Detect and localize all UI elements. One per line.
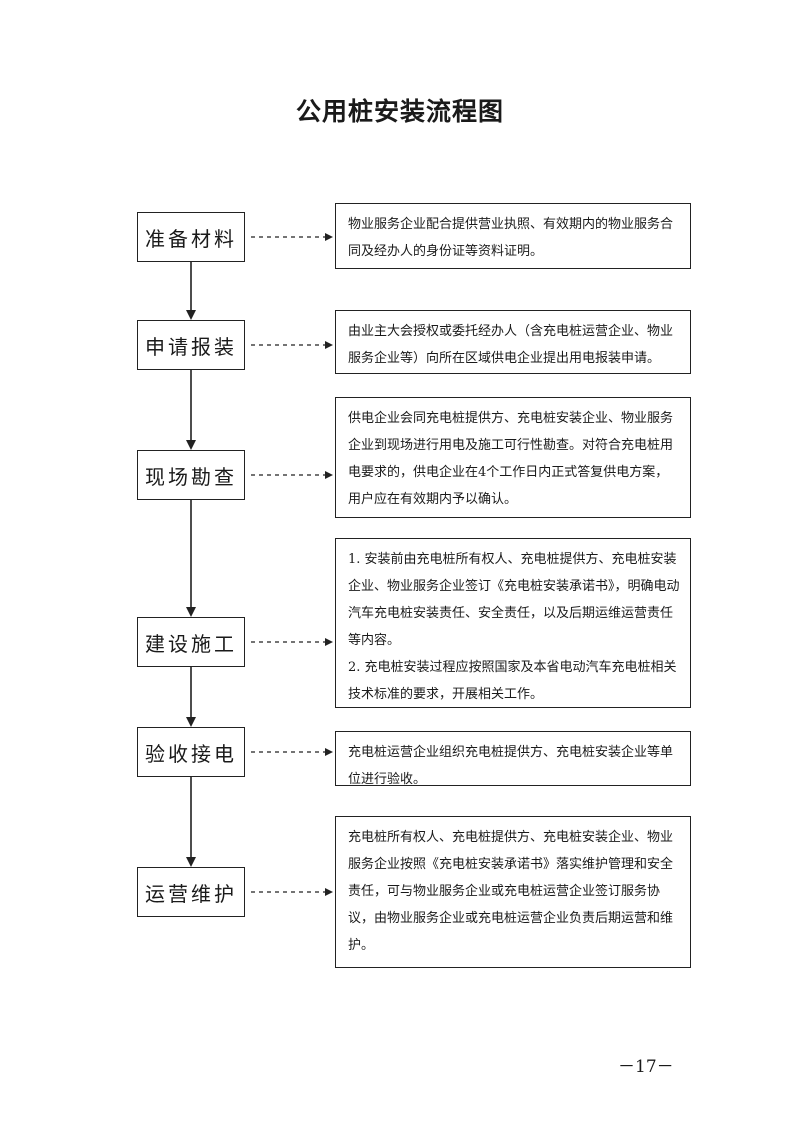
flow-arrowhead-5	[186, 857, 196, 867]
step-site-survey: 现场勘查	[137, 450, 245, 500]
dashed-link-arrowhead-acceptance-power	[325, 748, 333, 756]
step-apply-installation: 申请报装	[137, 320, 245, 370]
desc-text: 由业主大会授权或委托经办人（含充电桩运营企业、物业服务企业等）向所在区域供电企业…	[348, 324, 674, 366]
desc-text: 充电桩所有权人、充电桩提供方、充电桩安装企业、物业服务企业按照《充电桩安装承诺书…	[348, 830, 674, 953]
desc-apply-installation: 由业主大会授权或委托经办人（含充电桩运营企业、物业服务企业等）向所在区域供电企业…	[335, 310, 691, 374]
desc-text: 充电桩运营企业组织充电桩提供方、充电桩安装企业等单位进行验收。	[348, 745, 674, 786]
desc-text: 1. 安装前由充电桩所有权人、充电桩提供方、充电桩安装企业、物业服务企业签订《充…	[348, 552, 680, 648]
dashed-link-arrowhead-operation-maintenance	[325, 888, 333, 896]
desc-prepare-materials: 物业服务企业配合提供营业执照、有效期内的物业服务合同及经办人的身份证等资料证明。	[335, 203, 691, 269]
step-label: 建设施工	[145, 631, 237, 656]
flow-arrowhead-3	[186, 607, 196, 617]
step-acceptance-power: 验收接电	[137, 727, 245, 777]
desc-acceptance-power: 充电桩运营企业组织充电桩提供方、充电桩安装企业等单位进行验收。	[335, 731, 691, 786]
step-prepare-materials: 准备材料	[137, 212, 245, 262]
page-number: －17－	[618, 1057, 674, 1077]
step-label: 现场勘查	[145, 464, 237, 489]
step-construction: 建设施工	[137, 617, 245, 667]
page-title: 公用桩安装流程图	[295, 97, 504, 126]
flow-arrowhead-1	[186, 310, 196, 320]
step-label: 验收接电	[145, 741, 237, 766]
dashed-link-arrowhead-construction	[325, 638, 333, 646]
desc-construction: 1. 安装前由充电桩所有权人、充电桩提供方、充电桩安装企业、物业服务企业签订《充…	[335, 538, 691, 708]
step-label: 运营维护	[145, 881, 237, 906]
dashed-link-arrowhead-site-survey	[325, 471, 333, 479]
step-label: 申请报装	[145, 334, 237, 359]
desc-operation-maintenance: 充电桩所有权人、充电桩提供方、充电桩安装企业、物业服务企业按照《充电桩安装承诺书…	[335, 816, 691, 968]
desc-text: 供电企业会同充电桩提供方、充电桩安装企业、物业服务企业到现场进行用电及施工可行性…	[348, 411, 674, 507]
step-operation-maintenance: 运营维护	[137, 867, 245, 917]
flow-arrowhead-2	[186, 440, 196, 450]
step-label: 准备材料	[145, 226, 237, 251]
desc-text: 物业服务企业配合提供营业执照、有效期内的物业服务合同及经办人的身份证等资料证明。	[348, 217, 674, 259]
desc-site-survey: 供电企业会同充电桩提供方、充电桩安装企业、物业服务企业到现场进行用电及施工可行性…	[335, 397, 691, 518]
dashed-link-arrowhead-prepare-materials	[325, 233, 333, 241]
flow-arrowhead-4	[186, 717, 196, 727]
dashed-link-arrowhead-apply-installation	[325, 341, 333, 349]
desc-text: 2. 充电桩安装过程应按照国家及本省电动汽车充电桩相关技术标准的要求，开展相关工…	[348, 660, 677, 702]
